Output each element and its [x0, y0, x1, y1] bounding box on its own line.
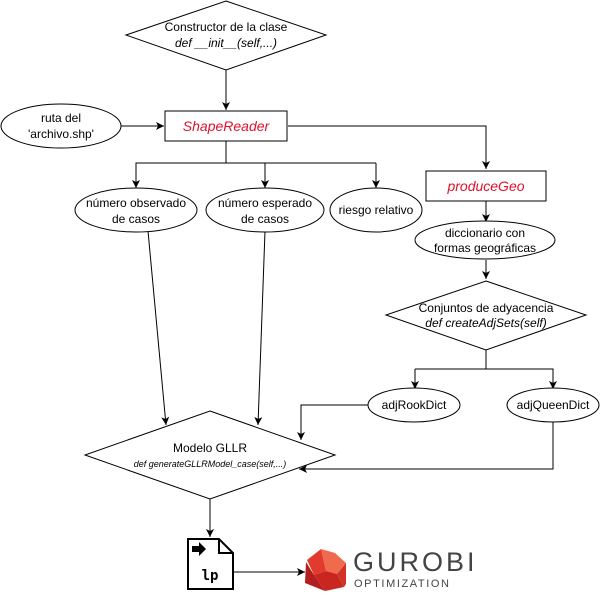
edge-shapereader-producegeo	[288, 125, 490, 169]
num-observado-line1: número observado	[86, 196, 186, 210]
adj-queen-label: adjQueenDict	[517, 398, 590, 412]
adj-queen-node[interactable]: adjQueenDict	[506, 387, 600, 423]
gurobi-subtitle: OPTIMIZATION	[354, 578, 451, 590]
edge-rook-modelo	[297, 404, 368, 440]
lp-file-icon[interactable]: lp	[187, 538, 234, 590]
edge-conjuntos-queen	[486, 368, 557, 389]
conjuntos-line1: Conjuntos de adyacencia	[419, 301, 554, 315]
constructor-line1: Constructor de la clase	[165, 20, 288, 34]
gurobi-logo: GUROBI OPTIMIZATION	[305, 547, 478, 591]
producegeo-label: produceGeo	[446, 178, 524, 194]
num-observado-line2: de casos	[112, 212, 160, 226]
num-esperado-node[interactable]: número esperado de casos	[205, 187, 325, 233]
edge-shapereader-observado	[132, 141, 227, 188]
num-esperado-line1: número esperado	[218, 196, 312, 210]
ruta-node[interactable]: ruta del 'archivo.shp'	[0, 103, 122, 149]
adj-rook-node[interactable]: adjRookDict	[367, 387, 461, 423]
gurobi-cube-icon	[305, 549, 346, 591]
num-observado-node[interactable]: número observado de casos	[74, 187, 198, 233]
riesgo-node[interactable]: riesgo relativo	[329, 187, 423, 233]
edges	[121, 70, 557, 576]
modelo-line2: def generateGLLRModel_case(self,...)	[134, 459, 287, 469]
adj-rook-label: adjRookDict	[382, 398, 447, 412]
file-arrow-icon	[192, 542, 206, 556]
diccionario-node[interactable]: diccionario con formas geográficas	[414, 220, 556, 260]
shapereader-node[interactable]: ShapeReader	[164, 110, 288, 142]
edge-observado-modelo	[147, 230, 170, 426]
diccionario-line1: diccionario con	[445, 226, 525, 240]
gurobi-wordmark: GUROBI	[353, 547, 478, 577]
conjuntos-node[interactable]: Conjuntos de adyacencia def createAdjSet…	[384, 280, 588, 351]
constructor-line2: def __init__(self,...)	[175, 36, 277, 50]
edge-esperado-modelo	[254, 230, 266, 426]
diccionario-line2: formas geográficas	[434, 241, 536, 255]
riesgo-label: riesgo relativo	[339, 203, 414, 217]
lp-file-label: lp	[202, 568, 219, 584]
num-esperado-line2: de casos	[241, 212, 289, 226]
ruta-line2: 'archivo.shp'	[28, 127, 94, 141]
edge-conjuntos-split	[415, 350, 487, 370]
constructor-node[interactable]: Constructor de la clase def __init__(sel…	[124, 0, 328, 71]
conjuntos-line2: def createAdjSets(self)	[425, 316, 546, 330]
shapereader-label: ShapeReader	[183, 118, 271, 134]
producegeo-node[interactable]: produceGeo	[425, 170, 547, 202]
edge-queen-modelo	[299, 422, 554, 473]
modelo-node[interactable]: Modelo GLLR def generateGLLRModel_case(s…	[83, 410, 337, 500]
ruta-line1: ruta del	[41, 111, 81, 125]
modelo-line1: Modelo GLLR	[173, 441, 247, 455]
